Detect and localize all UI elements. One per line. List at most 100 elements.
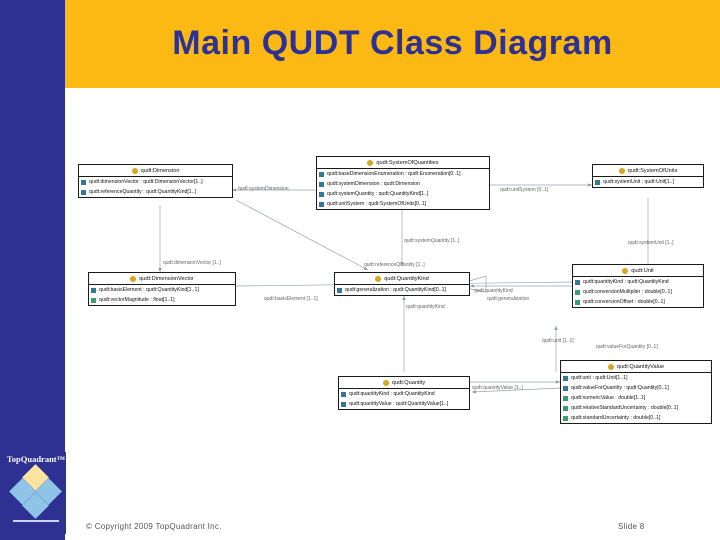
attribute-row: qudt:conversionOffset : double[0..1] — [573, 297, 703, 307]
class-qudt-systemofquantities[interactable]: qudt:SystemOfQuantities qudt:baseDimensi… — [316, 156, 490, 210]
object-property-icon — [595, 179, 600, 185]
edge-label-basis-element: qudt:basisElement [1..1] — [264, 296, 318, 302]
attribute-row: qudt:numericValue : double[1..1] — [561, 393, 711, 403]
class-dot-icon — [367, 159, 374, 166]
class-name: qudt:Dimension — [140, 167, 180, 174]
datatype-property-icon — [563, 395, 568, 401]
object-property-icon — [341, 391, 346, 397]
object-property-icon — [91, 287, 96, 293]
class-qudt-quantity[interactable]: qudt:Quantity qudt:quantityKind : qudt:Q… — [338, 376, 470, 410]
edge-label-quantity-kind-quantity: qudt:quantityKind — [406, 304, 445, 310]
class-name: qudt:QuantityKind — [384, 275, 429, 282]
attribute-text: qudt:unitSystem : qudt:SystemOfUnits[0..… — [327, 201, 427, 207]
class-header: qudt:Unit — [573, 265, 703, 277]
class-name: qudt:Quantity — [391, 379, 426, 386]
class-header: qudt:Quantity — [339, 377, 469, 389]
attribute-text: qudt:dimensionVector : qudt:DimensionVec… — [89, 179, 203, 185]
attribute-row: qudt:unit : qudt:Unit[1..1] — [561, 373, 711, 383]
attribute-row: qudt:systemUnit : qudt:Unit[1..] — [593, 177, 703, 187]
attribute-text: qudt:referenceQuantity : qudt:QuantityKi… — [89, 189, 196, 195]
class-name: qudt:DimensionVector — [139, 275, 194, 282]
class-diagram: qudt:Dimension qudt:dimensionVector : qu… — [0, 100, 720, 500]
attribute-text: qudt:generalization : qudt:QuantityKind[… — [345, 287, 446, 293]
slide-number: Slide 8 — [618, 522, 645, 531]
attribute-row: qudt:quantityKind : qudt:QuantityKind — [339, 389, 469, 399]
edge-label-system-unit: qudt:systemUnit [1..] — [628, 240, 674, 246]
attribute-row: qudt:basisElement : qudt:QuantityKind[1.… — [89, 285, 235, 295]
copyright-text: © Copyright 2009 TopQuadrant Inc. — [86, 522, 222, 531]
diagram-edges — [158, 183, 650, 394]
attribute-row: qudt:dimensionVector : qudt:DimensionVec… — [79, 177, 232, 187]
class-qudt-unit[interactable]: qudt:Unit qudt:quantityKind : qudt:Quant… — [572, 264, 704, 308]
class-dot-icon — [130, 275, 137, 282]
class-dot-icon — [618, 167, 625, 174]
edge-label-value-for-quantity: qudt:valueForQuantity [0..1] — [596, 344, 658, 350]
edge-label-unit-qv: qudt:unit [1..1] — [542, 338, 574, 344]
attribute-text: qudt:standardUncertainty : double[0..1] — [571, 415, 661, 421]
attribute-text: qudt:valueForQuantity : qudt:Quantity[0.… — [571, 385, 669, 391]
object-property-icon — [563, 375, 568, 381]
attribute-row: qudt:quantityValue : qudt:QuantityValue[… — [339, 399, 469, 409]
attribute-text: qudt:conversionMultiplier : double[0..1] — [583, 289, 672, 295]
object-property-icon — [81, 179, 86, 185]
class-header: qudt:QuantityValue — [561, 361, 711, 373]
edge-label-quantity-kind-unit: qudt:quantityKind — [474, 288, 513, 294]
edge-label-reference-quantity: qudt:referenceQuantity [1..] — [364, 262, 425, 268]
class-dot-icon — [607, 363, 614, 370]
attribute-text: qudt:unit : qudt:Unit[1..1] — [571, 375, 628, 381]
attribute-row: qudt:baseDimensionEnumeration : qudt:Enu… — [317, 169, 489, 179]
left-accent-band — [0, 0, 65, 540]
object-property-icon — [575, 279, 580, 285]
title-band — [65, 0, 720, 88]
attribute-row: qudt:standardUncertainty : double[0..1] — [561, 413, 711, 423]
class-name: qudt:Unit — [631, 267, 654, 274]
class-qudt-quantitykind[interactable]: qudt:QuantityKind qudt:generalization : … — [334, 272, 470, 296]
class-dot-icon — [382, 379, 389, 386]
attribute-row: qudt:unitSystem : qudt:SystemOfUnits[0..… — [317, 199, 489, 209]
edge-label-system-dimension: qudt:systemDimension — [238, 186, 289, 192]
attribute-row: qudt:relativeStandardUncertainty : doubl… — [561, 403, 711, 413]
edge-label-system-quantity: qudt:systemQuantity [1..] — [404, 238, 460, 244]
datatype-property-icon — [575, 289, 580, 295]
attribute-row: qudt:systemDimension : qudt:Dimension — [317, 179, 489, 189]
attribute-row: qudt:generalization : qudt:QuantityKind[… — [335, 285, 469, 295]
datatype-property-icon — [91, 297, 96, 303]
attribute-text: qudt:basisElement : qudt:QuantityKind[1.… — [99, 287, 199, 293]
object-property-icon — [81, 189, 86, 195]
object-property-icon — [319, 171, 324, 177]
attribute-text: qudt:quantityKind : qudt:QuantityKind — [349, 391, 435, 397]
class-qudt-quantityvalue[interactable]: qudt:QuantityValue qudt:unit : qudt:Unit… — [560, 360, 712, 424]
class-qudt-dimensionvector[interactable]: qudt:DimensionVector qudt:basisElement :… — [88, 272, 236, 306]
datatype-property-icon — [563, 415, 568, 421]
class-header: qudt:Dimension — [79, 165, 232, 177]
attribute-text: qudt:quantityKind : qudt:QuantityKind — [583, 279, 669, 285]
class-name: qudt:QuantityValue — [616, 363, 665, 370]
class-qudt-systemofunits[interactable]: qudt:SystemOfUnits qudt:systemUnit : qud… — [592, 164, 704, 188]
class-header: qudt:QuantityKind — [335, 273, 469, 285]
class-qudt-dimension[interactable]: qudt:Dimension qudt:dimensionVector : qu… — [78, 164, 233, 198]
attribute-text: qudt:systemQuantity : qudt:QuantityKind[… — [327, 191, 429, 197]
attribute-row: qudt:valueForQuantity : qudt:Quantity[0.… — [561, 383, 711, 393]
attribute-text: qudt:conversionOffset : double[0..1] — [583, 299, 665, 305]
edge-label-generalization: qudt:generalization — [487, 296, 530, 302]
class-dot-icon — [375, 275, 382, 282]
object-property-icon — [341, 401, 346, 407]
object-property-icon — [319, 191, 324, 197]
attribute-row: qudt:referenceQuantity : qudt:QuantityKi… — [79, 187, 232, 197]
attribute-text: qudt:vectorMagnitude : float[1..1] — [99, 297, 175, 303]
datatype-property-icon — [575, 299, 580, 305]
attribute-text: qudt:relativeStandardUncertainty : doubl… — [571, 405, 678, 411]
attribute-row: qudt:vectorMagnitude : float[1..1] — [89, 295, 235, 305]
attribute-row: qudt:quantityKind : qudt:QuantityKind — [573, 277, 703, 287]
class-name: qudt:SystemOfQuantities — [376, 159, 439, 166]
class-header: qudt:SystemOfQuantities — [317, 157, 489, 169]
object-property-icon — [337, 287, 342, 293]
edge-label-unit-system: qudt:unitSystem [0..1] — [500, 187, 549, 193]
class-dot-icon — [622, 267, 629, 274]
topquadrant-logo: TopQuadrant™ — [6, 452, 66, 534]
attribute-row: qudt:conversionMultiplier : double[0..1] — [573, 287, 703, 297]
class-header: qudt:SystemOfUnits — [593, 165, 703, 177]
attribute-text: qudt:numericValue : double[1..1] — [571, 395, 646, 401]
class-header: qudt:DimensionVector — [89, 273, 235, 285]
